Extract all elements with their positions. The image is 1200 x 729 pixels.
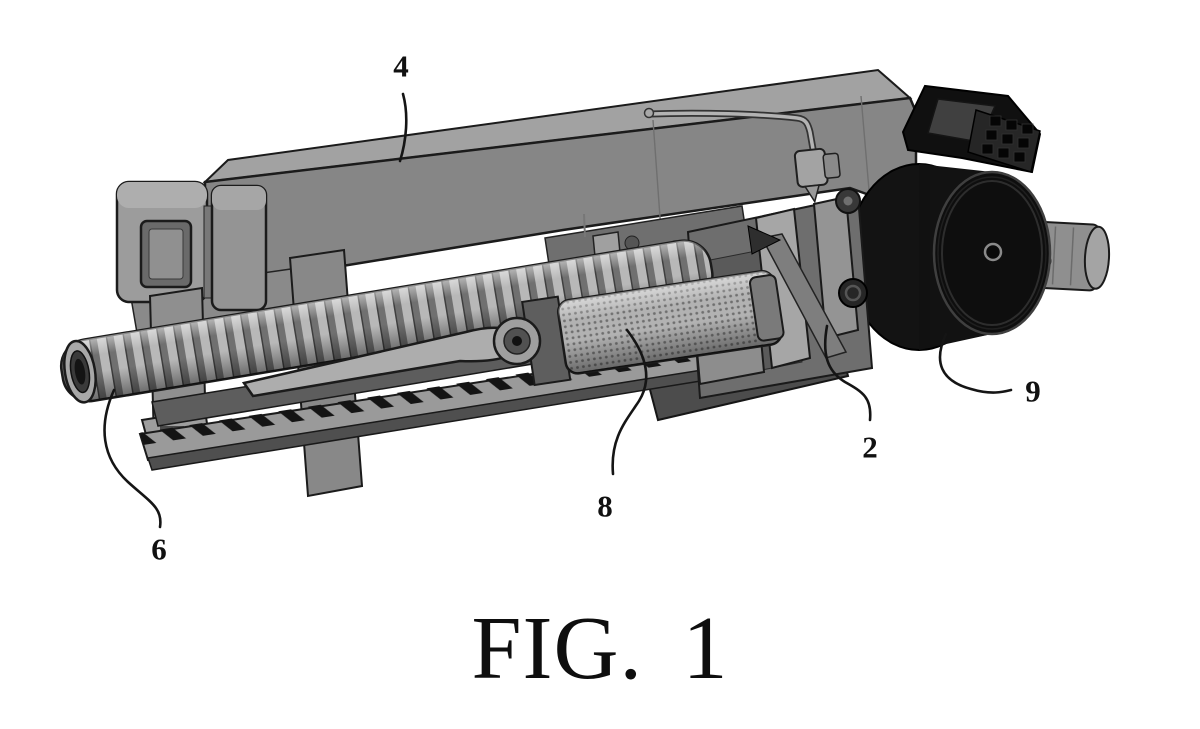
leader-line-4: [398, 92, 408, 163]
left-clamp-top: [117, 182, 207, 208]
ref-label-6: 6: [151, 531, 167, 567]
dark-pointer: [747, 225, 782, 255]
drum-face-ring-outer: [937, 176, 1047, 330]
ref-label-9: 9: [1025, 373, 1041, 409]
ref-label-8: 8: [597, 488, 613, 524]
boss-top-hole: [843, 196, 853, 206]
drum-hub: [983, 242, 1003, 262]
knurled-cylinder: [521, 270, 785, 387]
drum-front: [930, 168, 1052, 346]
stub-cap: [1083, 225, 1111, 290]
stub-seam: [1051, 226, 1057, 285]
clamp-window-inner: [148, 228, 184, 280]
knurl-end-cap: [748, 274, 785, 342]
panel-seam: [652, 119, 662, 232]
leader-lines: [103, 92, 1013, 529]
left-end-blocks: [115, 180, 268, 312]
leader-line-2: [823, 324, 872, 422]
panel-seam: [860, 95, 870, 191]
stub-seam: [1069, 227, 1075, 286]
leader-line-8: [611, 328, 648, 476]
drum-face-ring: [941, 180, 1043, 326]
pin: [583, 213, 586, 238]
rod-highlight: [648, 111, 815, 151]
leader-line-9: [938, 332, 1013, 394]
ref-label-4: 4: [393, 48, 409, 84]
ref-label-2: 2: [862, 429, 878, 465]
mech-strut: [760, 233, 848, 359]
rod-fitting: [793, 147, 841, 204]
rod-end-ball: [643, 107, 655, 119]
coil-bore-inner: [74, 358, 86, 385]
vent-holes: [981, 115, 1034, 163]
knurl-shading: [558, 271, 782, 374]
boss-mid: [838, 278, 868, 308]
pivot-lever: [241, 316, 542, 398]
ribbed-coil-rod: [59, 239, 714, 404]
fitting-tip: [803, 184, 821, 204]
vented-block-housing: [901, 84, 1042, 174]
pivot-bolt-hole: [512, 336, 522, 346]
leader-line-6: [103, 388, 162, 529]
boss-mid-ring: [844, 284, 862, 302]
fitting-knob: [822, 152, 841, 179]
coil-shading: [61, 240, 713, 402]
fitting-body: [793, 147, 829, 188]
right-clamp-top: [212, 186, 266, 210]
figure-caption: FIG. 1: [471, 599, 729, 698]
top-rod-linkage: [643, 107, 841, 204]
